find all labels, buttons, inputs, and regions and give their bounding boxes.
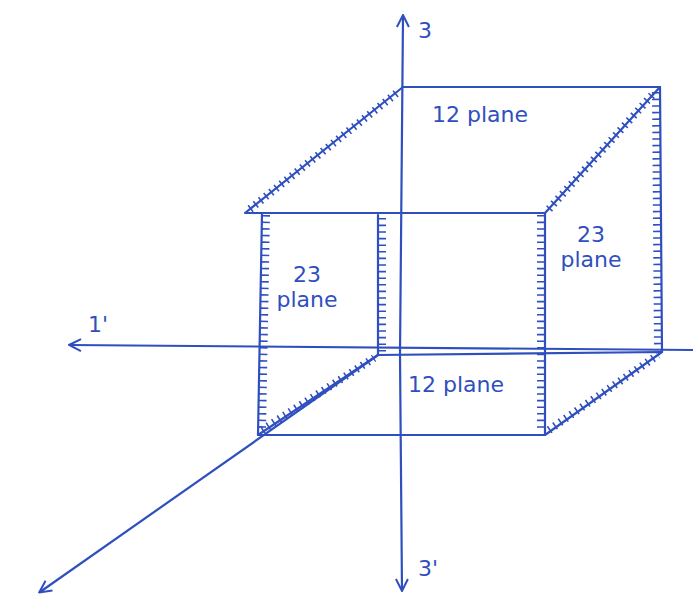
bottom-face (258, 352, 662, 435)
axis-label: 3 (418, 18, 432, 43)
hatching (250, 92, 658, 432)
axis-label: 1' (88, 312, 108, 337)
cube-edge (544, 213, 546, 435)
cube-edge (258, 213, 262, 435)
axis-label: 3' (418, 556, 438, 581)
cube-edge (660, 87, 662, 352)
top-face (245, 87, 660, 213)
face-label: 23 plane (560, 222, 622, 273)
axis-3 (400, 16, 403, 355)
face-label: 12 plane (408, 372, 504, 397)
axis-1-prime (70, 345, 693, 350)
axis-3-prime (400, 355, 402, 590)
face-label: 23 plane (276, 262, 338, 313)
axis-2-prime (40, 355, 378, 592)
face-label: 12 plane (432, 102, 528, 127)
